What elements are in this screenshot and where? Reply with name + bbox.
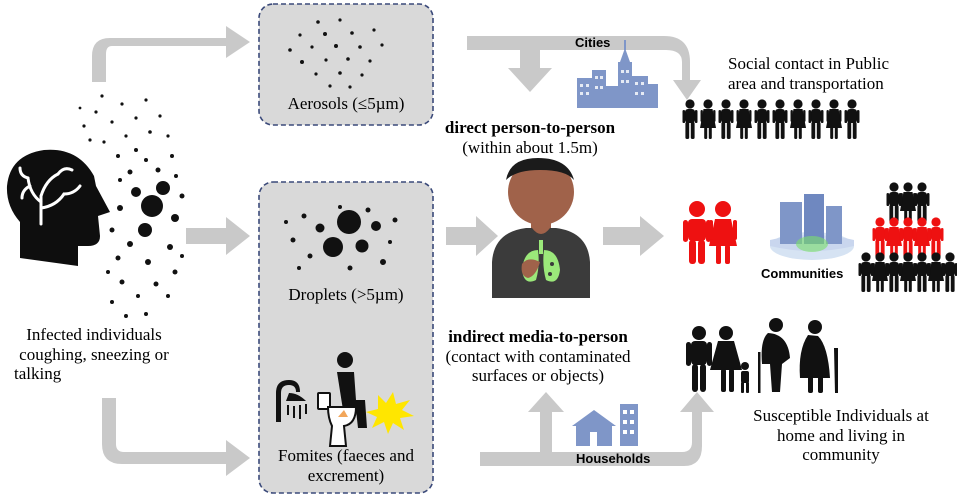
droplets-label: Droplets (>5µm)	[259, 285, 433, 305]
infected-head-icon	[7, 150, 110, 266]
susceptible-line1: Susceptible Individuals at	[728, 406, 954, 426]
indirect-line2: surfaces or objects)	[418, 366, 658, 386]
direct-sub: (within about 1.5m)	[420, 138, 640, 158]
arrow-to-droplets	[186, 217, 250, 255]
fomites-line1: Fomites (faeces and	[259, 446, 433, 466]
fomites-line2: excrement)	[259, 466, 433, 486]
arrow-households-up	[528, 392, 564, 452]
social-caption: Social contact in Public area and transp…	[728, 54, 952, 93]
arrow-cities-down	[508, 44, 552, 92]
public-crowd-icon	[683, 99, 860, 139]
susceptible-line2: home and living in	[728, 426, 954, 446]
arrow-to-fomites	[102, 398, 250, 476]
person-lungs-icon	[492, 158, 590, 298]
fomites-label: Fomites (faeces and excrement)	[259, 446, 433, 485]
community-crowd-icon	[859, 182, 957, 292]
infected-line1: Infected individuals	[0, 325, 188, 345]
infected-line3: talking	[0, 364, 188, 384]
households-icon	[572, 404, 638, 446]
cities-label: Cities	[575, 36, 610, 51]
communities-label: Communities	[761, 267, 843, 282]
social-line2: area and transportation	[728, 74, 952, 94]
infected-line2: coughing, sneezing or	[0, 345, 188, 365]
arrow-to-aerosols	[92, 26, 250, 82]
arrow-to-couple	[603, 216, 664, 256]
susceptible-line3: community	[728, 445, 954, 465]
family-elderly-icon	[686, 318, 838, 393]
indirect-title: indirect media-to-person	[418, 327, 658, 347]
red-couple-icon	[683, 201, 737, 264]
indirect-line1: (contact with contaminated	[418, 347, 658, 367]
households-label: Households	[576, 452, 650, 467]
infected-caption: Infected individuals coughing, sneezing …	[0, 325, 188, 384]
aerosols-label: Aerosols (≤5µm)	[259, 94, 433, 114]
communities-buildings-icon	[770, 194, 854, 260]
social-line1: Social contact in Public	[728, 54, 952, 74]
arrow-to-person	[446, 216, 498, 256]
direct-title: direct person-to-person	[420, 118, 640, 138]
susceptible-caption: Susceptible Individuals at home and livi…	[728, 406, 954, 465]
indirect-block: indirect media-to-person (contact with c…	[418, 327, 658, 386]
